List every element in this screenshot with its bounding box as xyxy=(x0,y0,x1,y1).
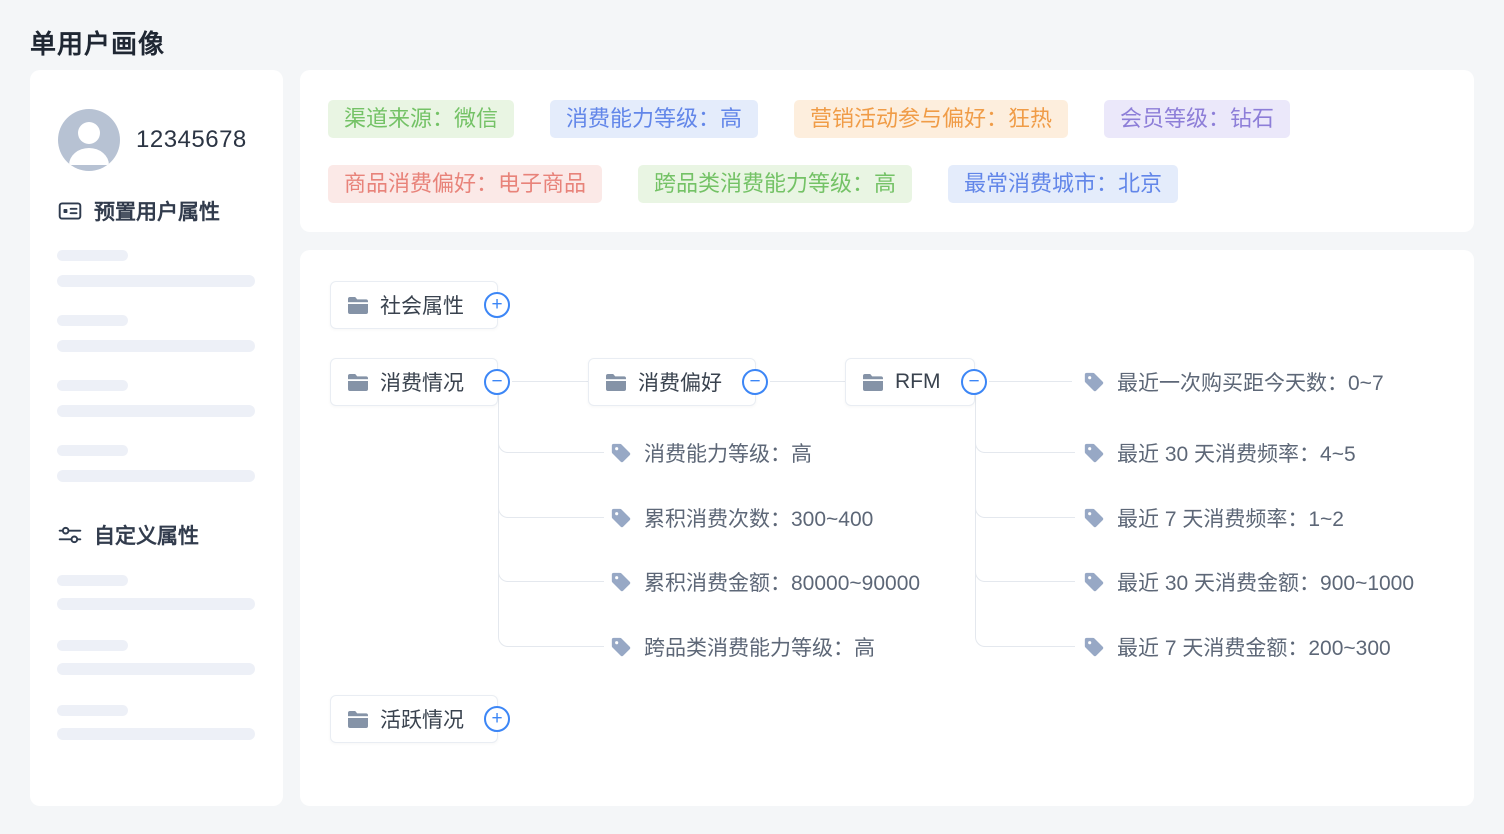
skeleton-bar xyxy=(57,340,255,352)
user-panel: 12345678 预置用户属性 自定义属性 xyxy=(30,70,283,806)
tree-leaf: 最近一次购买距今天数：0~7 xyxy=(1083,367,1384,397)
skeleton-bar xyxy=(57,728,255,740)
tree-node-consume[interactable]: 消费情况 − xyxy=(330,358,510,406)
id-card-icon xyxy=(58,202,82,220)
skeleton-bar xyxy=(57,250,128,261)
tag-badge-city: 最常消费城市：北京 xyxy=(948,165,1179,203)
tree-connector xyxy=(975,395,1075,647)
tree-leaf-label: 累积消费次数：300~400 xyxy=(644,508,874,531)
tag-icon xyxy=(611,572,631,592)
tree-node-label: RFM xyxy=(895,370,941,393)
tree-node-active[interactable]: 活跃情况 + xyxy=(330,695,510,743)
tree-leaf: 最近 7 天消费金额：200~300 xyxy=(1083,632,1391,662)
tag-icon xyxy=(1084,637,1104,657)
tag-icon xyxy=(611,637,631,657)
tree-leaf: 最近 7 天消费频率：1~2 xyxy=(1083,503,1344,533)
tag-badge-marketing: 营销活动参与偏好：狂热 xyxy=(794,100,1069,138)
tag-badge-channel: 渠道来源：微信 xyxy=(328,100,515,138)
tree-node-rfm[interactable]: RFM − xyxy=(845,358,987,406)
tree-connector xyxy=(498,395,604,647)
user-id: 12345678 xyxy=(136,126,247,153)
tag-icon xyxy=(1084,508,1104,528)
skeleton-bar xyxy=(57,380,128,391)
tree-leaf: 累积消费金额：80000~90000 xyxy=(610,567,920,597)
skeleton-bar xyxy=(57,705,128,716)
tree-leaf-label: 最近 30 天消费频率：4~5 xyxy=(1117,443,1356,466)
tag-icon xyxy=(1084,372,1104,392)
tree-node-label: 消费情况 xyxy=(380,372,464,395)
tag-icon xyxy=(611,443,631,463)
tree-connector xyxy=(770,381,845,382)
tree-leaf-label: 跨品类消费能力等级：高 xyxy=(644,637,875,660)
tag-badge-member: 会员等级：钻石 xyxy=(1104,100,1291,138)
tag-icon xyxy=(1084,443,1104,463)
skeleton-bar xyxy=(57,405,255,417)
tree-leaf: 累积消费次数：300~400 xyxy=(610,503,873,533)
expand-button[interactable]: + xyxy=(484,706,510,732)
tree-node-label: 社会属性 xyxy=(380,295,464,318)
tree-leaf: 最近 30 天消费金额：900~1000 xyxy=(1083,567,1414,597)
skeleton-bar xyxy=(57,663,255,675)
attribute-tree-panel: 社会属性 + 消费情况 − 消费偏好 − RFM − 活跃情况 + xyxy=(300,250,1474,806)
folder-icon xyxy=(606,373,626,391)
skeleton-bar xyxy=(57,275,255,287)
preset-attributes-label: 预置用户属性 xyxy=(94,201,220,224)
tree-connector xyxy=(512,381,588,382)
preset-attributes-header: 预置用户属性 xyxy=(57,196,220,226)
tree-leaf-label: 累积消费金额：80000~90000 xyxy=(644,572,921,595)
tag-badge-capability: 消费能力等级：高 xyxy=(550,100,759,138)
skeleton-bar xyxy=(57,470,255,482)
tag-icon xyxy=(611,508,631,528)
tree-node-label: 活跃情况 xyxy=(380,709,464,732)
tags-panel: 渠道来源：微信 消费能力等级：高 营销活动参与偏好：狂热 会员等级：钻石 商品消… xyxy=(300,70,1474,232)
tree-leaf-label: 最近一次购买距今天数：0~7 xyxy=(1117,372,1384,395)
tag-row-1: 渠道来源：微信 消费能力等级：高 营销活动参与偏好：狂热 会员等级：钻石 xyxy=(328,100,1291,138)
skeleton-bar xyxy=(57,598,255,610)
tag-row-2: 商品消费偏好：电子商品 跨品类消费能力等级：高 最常消费城市：北京 xyxy=(328,165,1179,203)
skeleton-bar xyxy=(57,575,128,586)
tree-node-label: 消费偏好 xyxy=(638,372,722,395)
custom-attributes-label: 自定义属性 xyxy=(94,525,199,548)
tree-leaf-label: 消费能力等级：高 xyxy=(644,443,812,466)
page-title: 单用户画像 xyxy=(30,29,166,59)
tag-icon xyxy=(1084,572,1104,592)
tree-leaf-label: 最近 7 天消费金额：200~300 xyxy=(1117,637,1391,660)
tree-leaf: 消费能力等级：高 xyxy=(610,438,812,468)
sliders-icon xyxy=(58,526,82,544)
collapse-button[interactable]: − xyxy=(742,369,768,395)
collapse-button[interactable]: − xyxy=(484,369,510,395)
skeleton-bar xyxy=(57,640,128,651)
skeleton-bar xyxy=(57,445,128,456)
collapse-button[interactable]: − xyxy=(961,369,987,395)
folder-icon xyxy=(348,373,368,391)
custom-attributes-header: 自定义属性 xyxy=(57,520,199,550)
expand-button[interactable]: + xyxy=(484,292,510,318)
folder-icon xyxy=(348,710,368,728)
tree-connector xyxy=(989,381,1072,382)
tree-leaf-label: 最近 7 天消费频率：1~2 xyxy=(1117,508,1344,531)
tree-node-social[interactable]: 社会属性 + xyxy=(330,281,510,329)
skeleton-bar xyxy=(57,315,128,326)
tag-badge-product-pref: 商品消费偏好：电子商品 xyxy=(328,165,603,203)
tree-leaf-label: 最近 30 天消费金额：900~1000 xyxy=(1117,572,1415,595)
folder-icon xyxy=(348,296,368,314)
tree-leaf: 最近 30 天消费频率：4~5 xyxy=(1083,438,1356,468)
folder-icon xyxy=(863,373,883,391)
tree-leaf: 跨品类消费能力等级：高 xyxy=(610,632,875,662)
user-avatar-icon xyxy=(58,109,120,171)
tag-badge-cross-category: 跨品类消费能力等级：高 xyxy=(638,165,913,203)
tree-node-preference[interactable]: 消费偏好 − xyxy=(588,358,768,406)
